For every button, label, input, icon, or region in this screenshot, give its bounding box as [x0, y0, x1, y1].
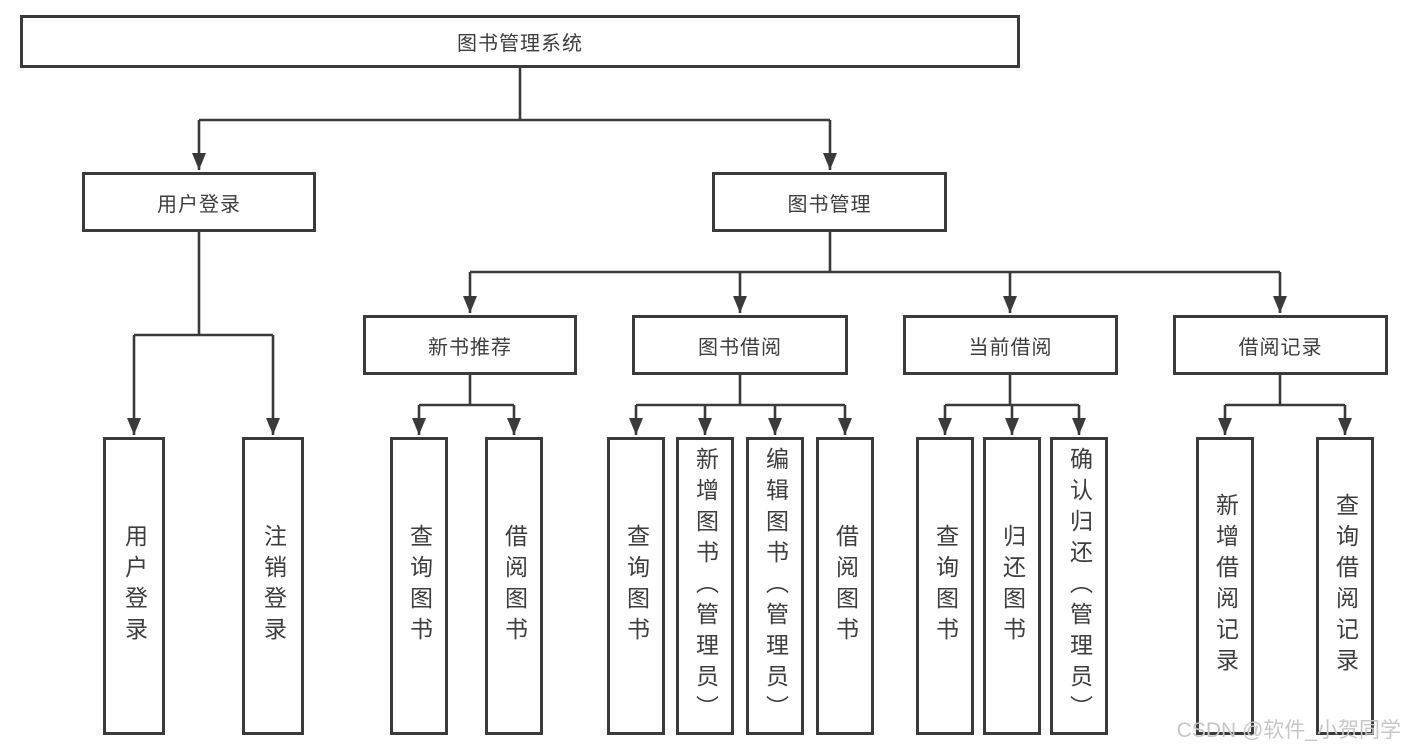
leaf-query-books-current: 查询图书 — [916, 437, 974, 735]
node-user-login: 用户登录 — [82, 172, 316, 232]
leaf-borrow-books-borrowing: 借阅图书 — [816, 437, 874, 735]
node-current-borrowing: 当前借阅 — [903, 315, 1118, 375]
leaf-edit-book-admin: 编辑图书（管理员） — [746, 437, 804, 735]
node-label: 新增图书（管理员） — [692, 446, 719, 726]
node-borrowing-records: 借阅记录 — [1173, 315, 1388, 375]
node-book-borrowing: 图书借阅 — [632, 315, 848, 375]
node-label: 注销登录 — [260, 524, 287, 648]
leaf-query-borrow-record: 查询借阅记录 — [1316, 437, 1374, 735]
node-label: 确认归还（管理员） — [1066, 446, 1093, 726]
leaf-return-book: 归还图书 — [983, 437, 1041, 735]
node-label: 借阅图书 — [832, 524, 859, 648]
node-label: 图书管理 — [787, 193, 872, 216]
node-label: 借阅记录 — [1238, 336, 1323, 359]
leaf-add-borrow-record: 新增借阅记录 — [1196, 437, 1254, 735]
leaf-logout: 注销登录 — [242, 437, 304, 735]
node-label: 编辑图书（管理员） — [762, 446, 789, 726]
node-label: 查询图书 — [406, 524, 433, 648]
node-book-management: 图书管理 — [712, 172, 947, 232]
node-new-book-recommend: 新书推荐 — [363, 315, 577, 375]
node-label: 当前借阅 — [968, 336, 1053, 359]
node-label: 用户登录 — [157, 193, 241, 216]
leaf-query-books-borrowing: 查询图书 — [607, 437, 665, 735]
node-label: 查询借阅记录 — [1332, 493, 1359, 679]
leaf-user-login: 用户登录 — [103, 437, 165, 735]
node-library-management-system: 图书管理系统 — [20, 15, 1020, 68]
node-label: 新增借阅记录 — [1212, 493, 1239, 679]
node-label: 用户登录 — [121, 524, 148, 648]
node-label: 归还图书 — [999, 524, 1026, 648]
leaf-borrow-books-recommend: 借阅图书 — [485, 437, 543, 735]
node-label: 借阅图书 — [501, 524, 528, 648]
node-label: 新书推荐 — [428, 336, 512, 359]
node-label: 图书管理系统 — [457, 33, 583, 55]
leaf-query-books-recommend: 查询图书 — [390, 437, 448, 735]
leaf-confirm-return-admin: 确认归还（管理员） — [1050, 437, 1108, 735]
node-label: 查询图书 — [623, 524, 650, 648]
node-label: 查询图书 — [932, 524, 959, 648]
node-label: 图书借阅 — [698, 336, 782, 359]
leaf-add-book-admin: 新增图书（管理员） — [676, 437, 734, 735]
